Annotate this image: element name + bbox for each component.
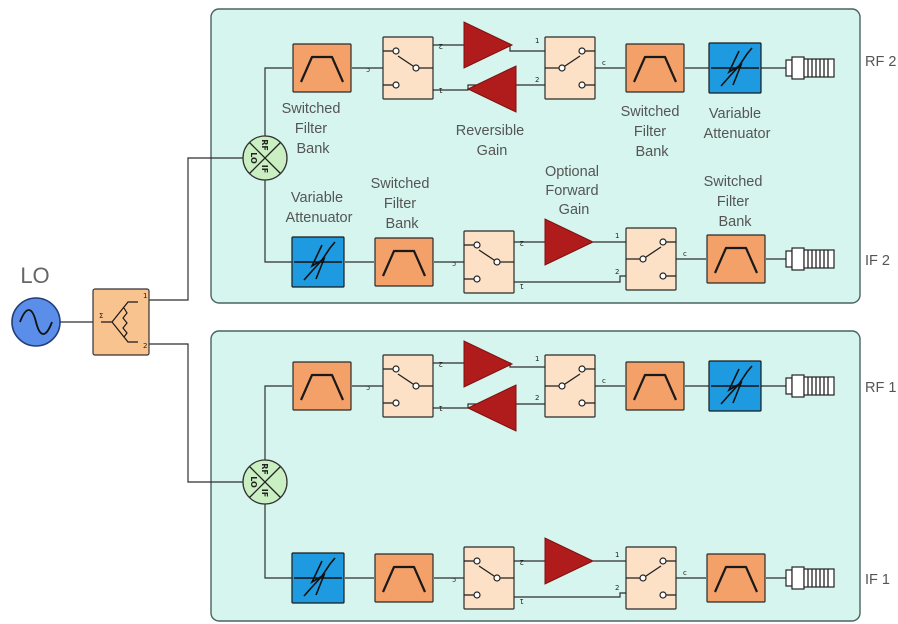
filter-icon [291,42,353,94]
lo-source [11,297,61,347]
filter-icon [373,552,435,604]
port-1-label: 1 [535,355,539,363]
port-label-if2: IF 2 [865,253,890,269]
mixer-lower-if-label: IF [260,489,269,497]
port-2-label: 2 [615,584,619,592]
filter-icon [373,236,435,288]
splitter-icon [101,301,138,343]
label-switched-filter-bank: Switched Filter Bank [704,174,767,230]
label-variable-attenuator: Variable Attenuator [286,190,353,226]
port-c-label: c [602,377,606,385]
filter-icon [624,360,686,412]
port-label-if1: IF 1 [865,572,890,588]
port-1-label: 1 [535,37,539,45]
splitter-port-2-label: 2 [143,342,147,350]
port-2-label: 2 [535,76,539,84]
port-1-label: 1 [615,232,619,240]
attenuator-icon [708,42,762,94]
port-2-label: 2 [439,42,443,50]
connector-icon [785,566,835,590]
switch-icon [544,354,596,418]
component-labels: Switched Filter Bank Reversible Gain Swi… [282,101,771,232]
signal-source-icon [19,309,53,335]
filter-icon [291,360,353,412]
connector-icon [785,374,835,398]
mixer-upper: RF LO IF [242,135,288,181]
port-label-rf1: RF 1 [865,380,896,396]
mixer-lower: RF LO IF [242,459,288,505]
port-1-label: 1 [615,551,619,559]
lo-label: LO [20,263,49,288]
switch-port-labels: c 2 1 1 2 c c 2 1 1 2 c c 2 1 1 2 c c 2 … [366,37,687,605]
attenuator-icon [291,552,345,604]
power-splitter: Σ 1 2 [92,288,150,356]
port-c-label: c [452,260,456,268]
mixer-lower-lo-label: LO [249,476,258,488]
switch-icon [382,354,434,418]
port-c-label: c [602,59,606,67]
port-1-label: 1 [439,86,443,94]
switch-icon [625,546,677,610]
port-2-label: 2 [439,360,443,368]
mixer-upper-if-label: IF [260,165,269,173]
label-optional-forward-gain: Optional Forward Gain [545,164,603,218]
splitter-port-1-label: 1 [143,292,147,300]
switch-icon [382,36,434,100]
label-switched-filter-bank: Switched Filter Bank [371,176,434,232]
port-c-label: c [683,569,687,577]
switch-icon [463,230,515,294]
port-c-label: c [366,384,370,392]
splitter-sum-label: Σ [99,312,103,320]
port-c-label: c [452,576,456,584]
switch-icon [544,36,596,100]
connector-icon [785,247,835,271]
mixer-upper-lo-label: LO [249,152,258,164]
port-label-rf2: RF 2 [865,54,896,70]
label-variable-attenuator: Variable Attenuator [704,106,771,142]
filter-icon [624,42,686,94]
label-switched-filter-bank: Switched Filter Bank [282,101,345,157]
port-c-label: c [683,250,687,258]
attenuator-icon [708,360,762,412]
lower-channel-panel [210,330,861,622]
label-reversible-gain: Reversible Gain [456,123,529,159]
label-switched-filter-bank: Switched Filter Bank [621,104,684,160]
switch-icon [625,227,677,291]
port-2-label: 2 [615,268,619,276]
upper-channel-panel [210,8,861,304]
filter-icon [705,552,767,604]
port-c-label: c [366,66,370,74]
attenuator-icon [291,236,345,288]
port-2-label: 2 [520,558,524,566]
connector-icon [785,56,835,80]
filter-icon [705,233,767,285]
port-1-label: 1 [520,282,524,290]
port-2-label: 2 [535,394,539,402]
mixer-lower-rf-label: RF [260,463,269,475]
port-1-label: 1 [439,404,443,412]
port-1-label: 1 [520,597,524,605]
mixer-upper-rf-label: RF [260,139,269,151]
port-2-label: 2 [520,239,524,247]
switch-icon [463,546,515,610]
